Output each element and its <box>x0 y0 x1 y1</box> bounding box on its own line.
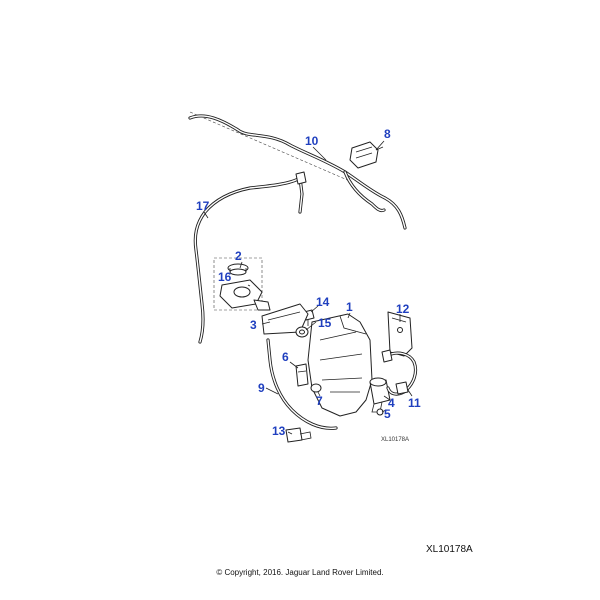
filler-neck-16 <box>219 279 271 311</box>
callout-15: 15 <box>318 316 332 330</box>
callout-13: 13 <box>272 424 286 438</box>
callout-17: 17 <box>196 199 210 213</box>
callout-4: 4 <box>388 396 395 410</box>
diagram-ref-small: XL10178A <box>381 437 410 443</box>
bolt-13 <box>285 427 312 443</box>
callout-7: 7 <box>316 394 323 408</box>
callout-5: 5 <box>384 407 391 421</box>
hose-9 <box>266 338 338 430</box>
dashed-reference-line <box>189 111 353 183</box>
callout-12: 12 <box>396 302 410 316</box>
callout-16: 16 <box>218 270 232 284</box>
callout-1: 1 <box>346 300 353 314</box>
filler-tube-3 <box>261 303 309 335</box>
diagram-ref: XL10178A <box>426 544 473 555</box>
hose-10 <box>188 114 407 230</box>
callout-2: 2 <box>235 249 242 263</box>
grommet-5 <box>376 408 384 416</box>
leader-lines <box>203 140 413 435</box>
callout-layer: 10 8 17 2 16 14 3 15 1 12 6 9 7 4 11 5 1… <box>196 127 421 438</box>
callout-6: 6 <box>282 350 289 364</box>
reservoir-1 <box>307 313 373 417</box>
bracket-12 <box>387 311 413 357</box>
callout-9: 9 <box>258 381 265 395</box>
callout-8: 8 <box>384 127 391 141</box>
bracket-8 <box>349 141 384 169</box>
sensor-6 <box>295 363 309 387</box>
pump-4 <box>369 377 391 413</box>
grommet-15 <box>295 326 309 338</box>
hose-17 <box>193 171 307 344</box>
callout-10: 10 <box>305 134 319 148</box>
copyright-notice: © Copyright, 2016. Jaguar Land Rover Lim… <box>216 568 384 577</box>
harness-11 <box>381 349 418 396</box>
seal-7 <box>310 383 322 393</box>
callout-3: 3 <box>250 318 257 332</box>
callout-14: 14 <box>316 295 330 309</box>
callout-11: 11 <box>408 396 421 410</box>
cap-2 <box>227 263 249 276</box>
